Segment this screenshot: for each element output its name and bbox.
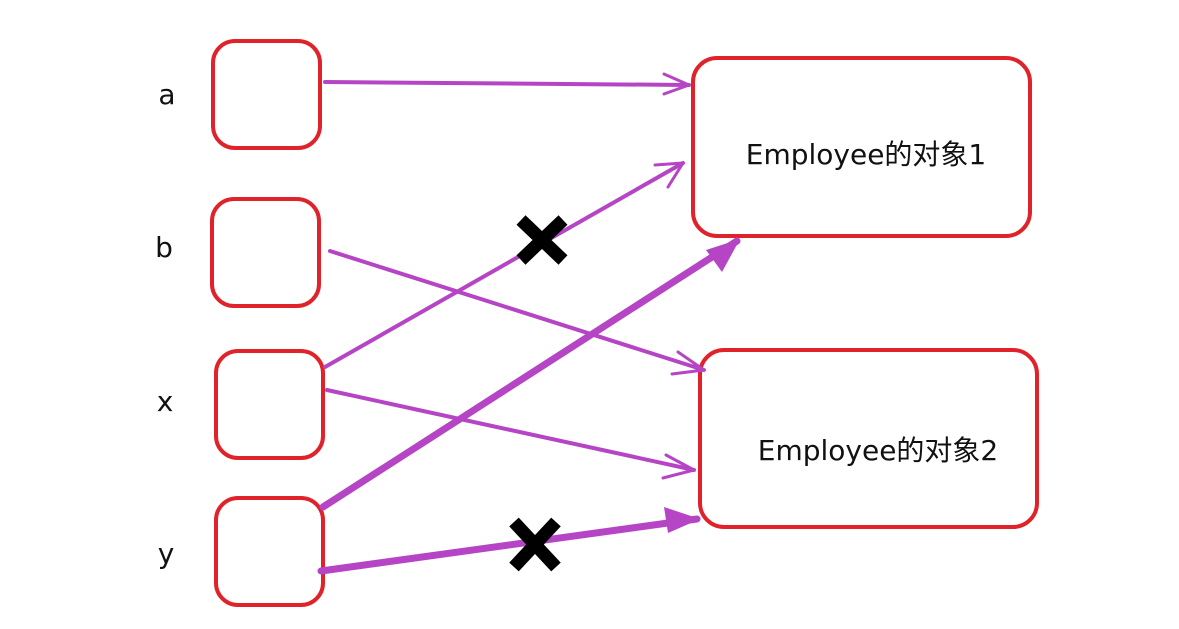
var-box-b [210,197,321,308]
arrowhead [653,161,685,189]
arrowhead [706,239,740,272]
edge-a-to-object-1 [323,72,691,96]
cross-mark-y-to-object-2 [509,517,561,572]
object-box-1 [691,56,1032,238]
object-box-2 [698,348,1039,529]
edge-b-to-object-2 [328,249,706,376]
edge-y-to-object-2 [317,507,701,575]
edge-x-to-object-1 [323,161,685,369]
arrowhead [664,507,700,533]
arrowhead [670,350,706,376]
var-label-y: y [158,537,175,570]
cross-stroke [516,215,568,265]
var-box-y [214,496,325,607]
object-label-1: Employee的对象1 [746,138,987,171]
arrowhead [662,72,691,96]
edge-y-to-object-1 [319,237,741,511]
edge-line [319,237,741,511]
var-label-a: a [158,78,175,111]
var-box-x [214,349,325,460]
edge-line [323,80,691,87]
var-box-a [211,39,322,150]
edge-line [325,388,696,472]
cross-stroke [509,517,561,572]
edge-x-to-object-2 [325,388,696,480]
edge-line [328,249,706,372]
edge-line [323,161,685,369]
var-label-b: b [155,231,173,264]
object-label-2: Employee的对象2 [758,434,999,467]
edge-line [317,515,701,575]
arrowhead [661,453,696,480]
var-label-x: x [157,385,174,418]
cross-mark-x-to-object-1 [516,215,568,265]
